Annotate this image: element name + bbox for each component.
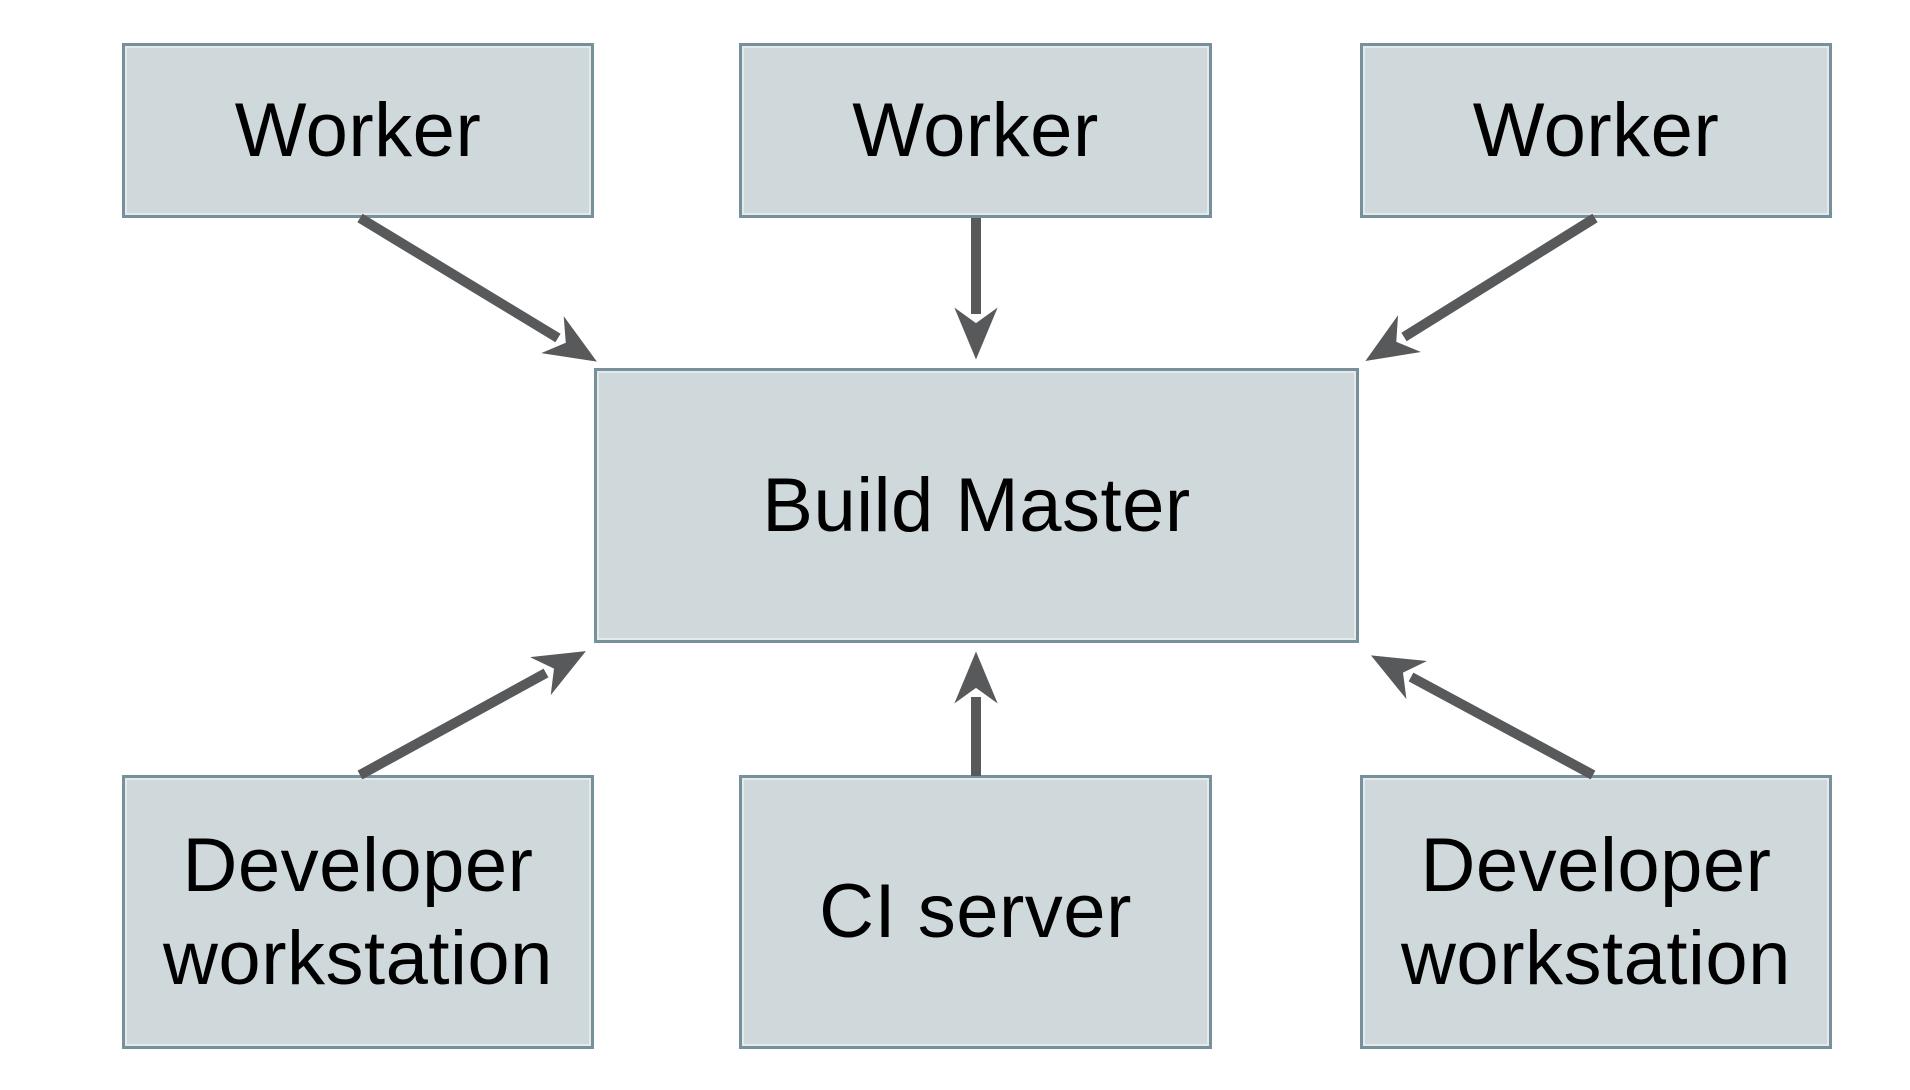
node-build-master: Build Master xyxy=(594,368,1359,643)
node-label: Worker xyxy=(852,87,1099,173)
arrow-devws-left-to-build-master xyxy=(357,651,586,780)
node-worker-top-right: Worker xyxy=(1360,43,1832,218)
node-label: Worker xyxy=(1472,87,1720,173)
node-label: Worker xyxy=(234,87,482,173)
node-developer-workstation-right: Developer workstation xyxy=(1360,775,1832,1049)
node-label: CI server xyxy=(819,869,1132,955)
node-developer-workstation-left: Developer workstation xyxy=(122,775,594,1049)
arrow-worker-left-to-build-master xyxy=(357,213,597,362)
node-label: Developer workstation xyxy=(163,822,553,1001)
node-ci-server: CI server xyxy=(739,775,1212,1049)
node-worker-top-left: Worker xyxy=(122,43,594,218)
arrow-worker-right-to-build-master xyxy=(1365,213,1598,362)
node-label: Build Master xyxy=(762,462,1191,548)
node-worker-top-center: Worker xyxy=(739,43,1212,218)
arrow-devws-right-to-build-master xyxy=(1370,655,1596,780)
node-label: Developer workstation xyxy=(1401,822,1791,1001)
